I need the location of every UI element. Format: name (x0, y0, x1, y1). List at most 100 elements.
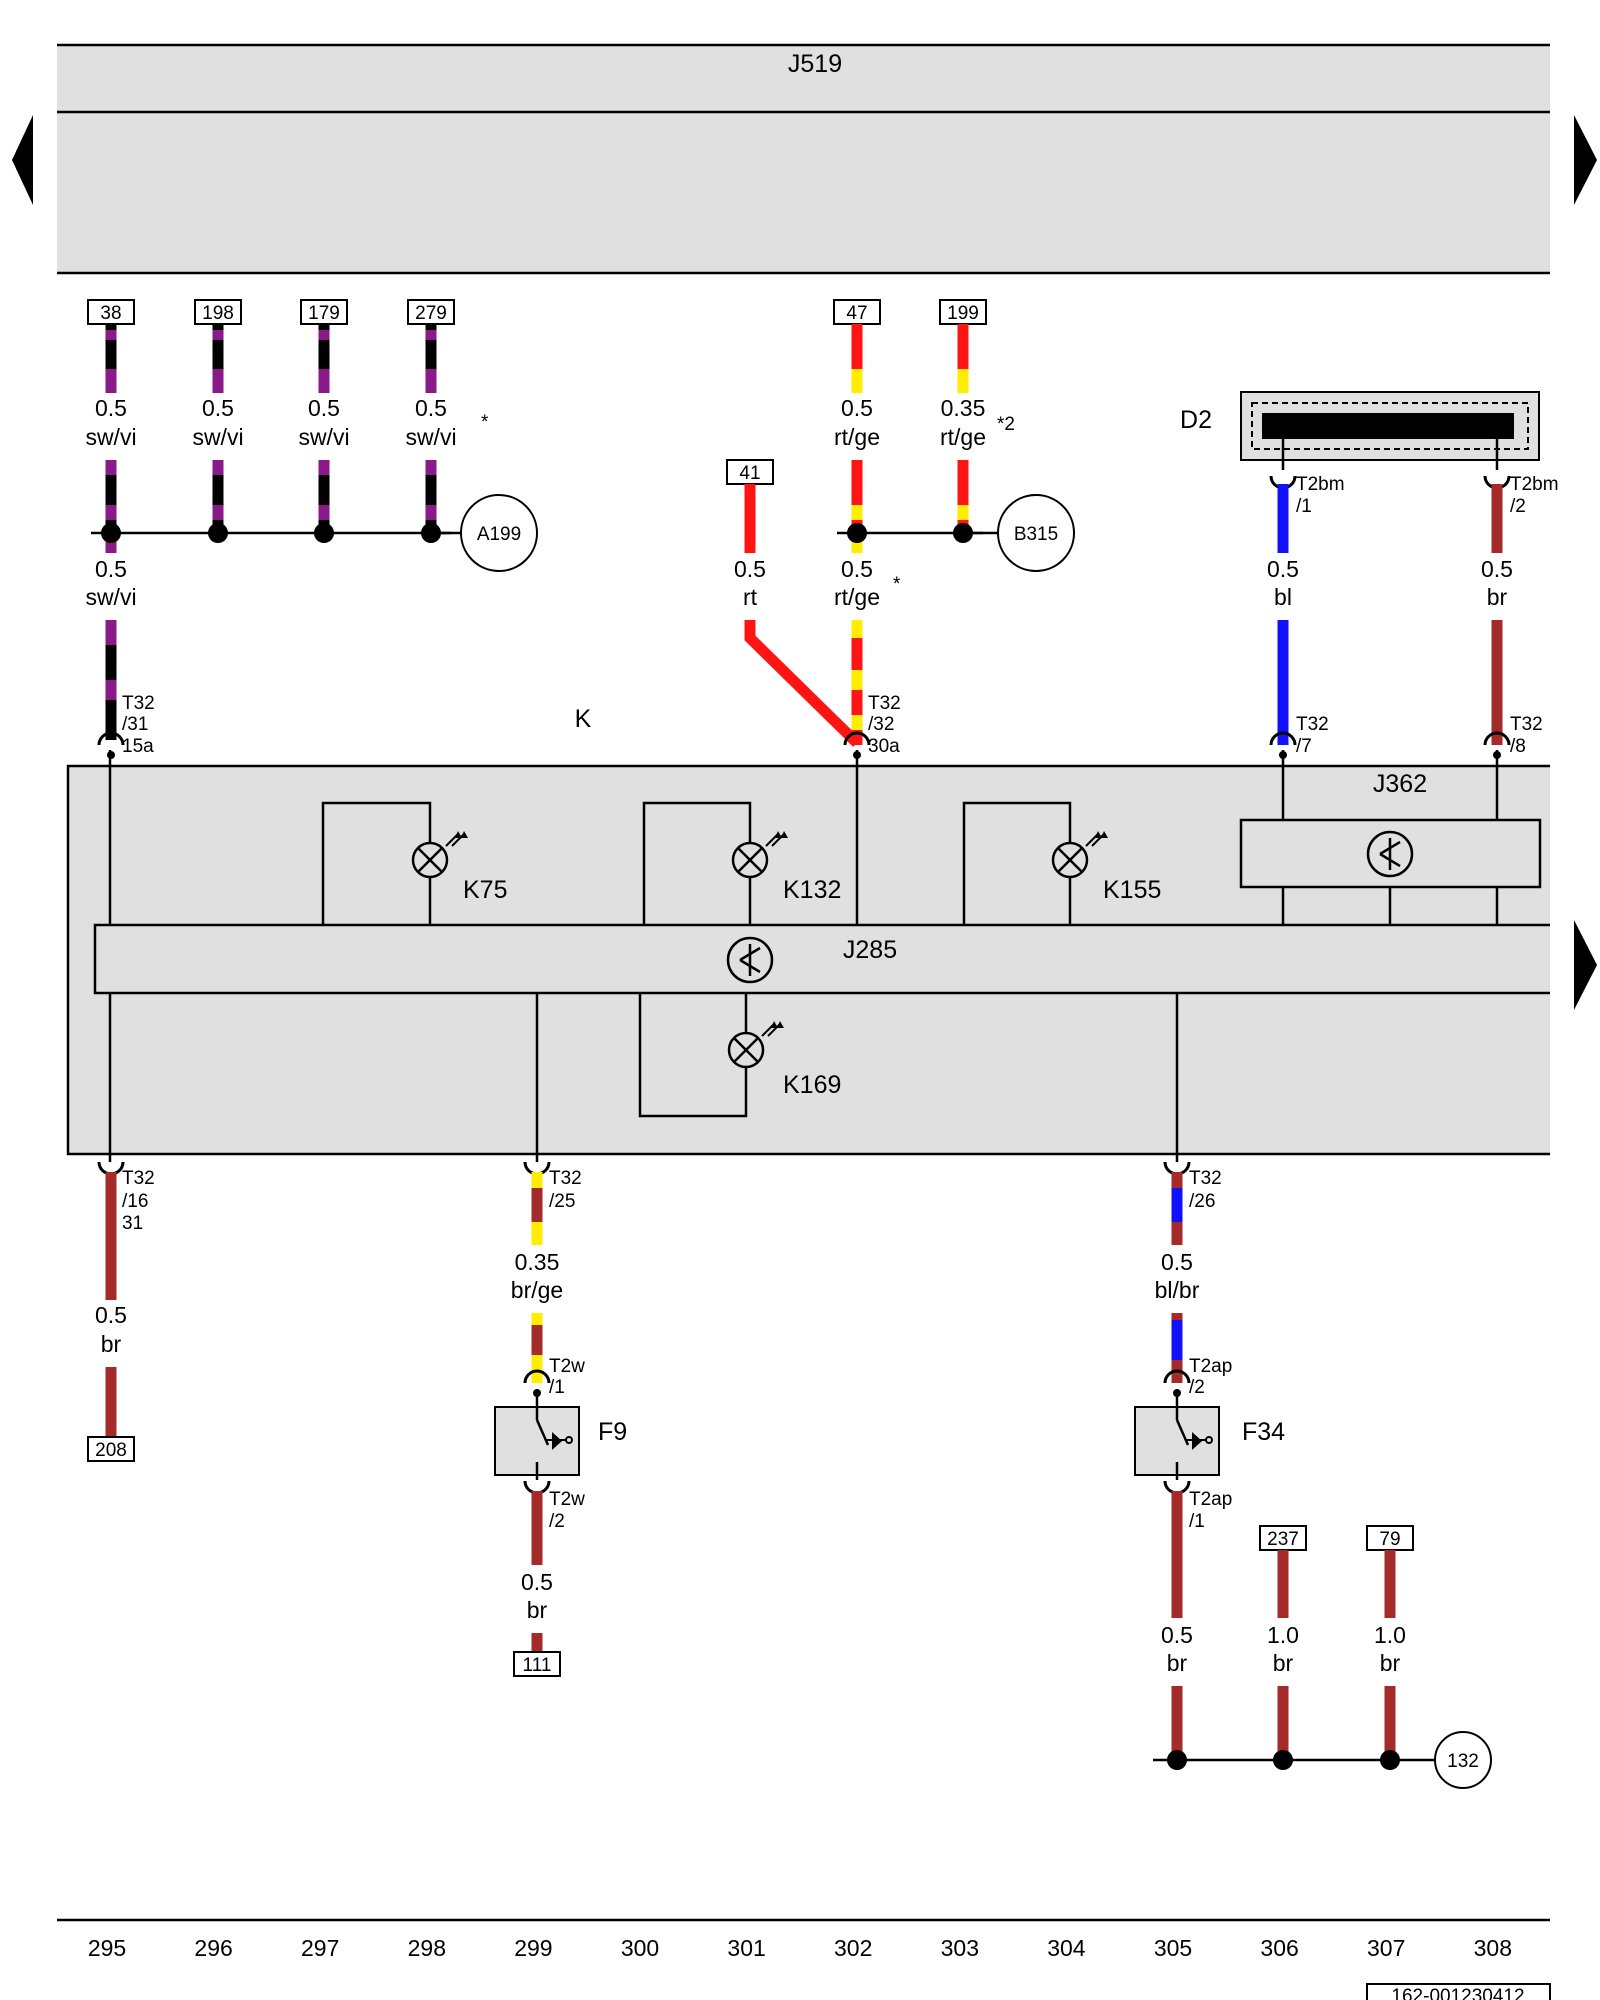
wire-a199-color: sw/vi (85, 584, 136, 610)
svg-text:T32: T32 (122, 693, 155, 714)
ref-41: 41 (739, 463, 760, 484)
internal-wiring (108, 750, 1499, 1162)
svg-text:T32: T32 (868, 693, 901, 714)
ground-132-point (1434, 1731, 1492, 1789)
instrument-cluster-k: K (66, 705, 1550, 1156)
j285-control-unit: J285 (93, 923, 1550, 995)
wire-237-color: br (1273, 1650, 1294, 1676)
wire-279-color: sw/vi (405, 424, 456, 450)
connector-t32-31: T32 /31 15a (97, 693, 155, 759)
wire-179-color: sw/vi (298, 424, 349, 450)
wire-198-color: sw/vi (192, 424, 243, 450)
wire-t25-color: br/ge (511, 1277, 563, 1303)
wire-279-size: 0.5 (415, 395, 447, 421)
wire-38-size: 0.5 (95, 395, 127, 421)
wire-t25-size: 0.35 (515, 1249, 560, 1275)
column-number: 298 (408, 1935, 446, 1961)
a199-group: 38 198 179 279 (85, 299, 538, 740)
ref-179: 179 (308, 303, 340, 324)
wire-t16-color: br (101, 1331, 122, 1357)
b315-group: 47 199 41 0.5 rt/ge 0.35 (726, 299, 1075, 747)
lamp-k155: K155 (962, 801, 1161, 925)
f9-switch-group: T32 /25 0.35 br/ge T2w /1 F9 T2w /2 0.5 … (494, 1161, 627, 1677)
svg-text:/31: /31 (122, 714, 148, 735)
column-number: 301 (727, 1935, 765, 1961)
svg-text:T32: T32 (1189, 1168, 1222, 1189)
svg-text:T2bm: T2bm (1296, 474, 1345, 495)
column-number: 299 (514, 1935, 552, 1961)
wire-d2-1-color: bl (1274, 584, 1292, 610)
wire-a199-size: 0.5 (95, 556, 127, 582)
wire-79-size: 1.0 (1374, 1622, 1406, 1648)
wire-199-color: rt/ge (940, 424, 986, 450)
footnote-star-b315: * (893, 574, 901, 595)
wire-199-size: 0.35 (941, 395, 986, 421)
k169-label: K169 (783, 1071, 841, 1099)
lamp-k75: K75 (321, 801, 507, 925)
footnote-star2: *2 (997, 414, 1015, 435)
ground-output-208: T32 /16 31 0.5 br 208 (87, 1161, 155, 1462)
footnote-star-a199: * (481, 412, 489, 433)
svg-text:T32: T32 (1510, 714, 1543, 735)
wire-237-size: 1.0 (1267, 1622, 1299, 1648)
wire-b315-color: rt/ge (834, 584, 880, 610)
wire-47-size: 0.5 (841, 395, 873, 421)
k155-label: K155 (1103, 876, 1161, 904)
wire-b315-size: 0.5 (841, 556, 873, 582)
lamp-k132: K132 (642, 801, 841, 925)
ground-132-label: 132 (1447, 1751, 1479, 1772)
wire-41-size: 0.5 (734, 556, 766, 582)
wire-47-color: rt/ge (834, 424, 880, 450)
svg-text:T2bm: T2bm (1510, 474, 1559, 495)
j362-control-unit: J362 (1239, 770, 1542, 925)
svg-text:/25: /25 (549, 1191, 575, 1212)
wire-d2-2-color: br (1487, 584, 1508, 610)
wire-t26-size: 0.5 (1161, 1249, 1193, 1275)
svg-text:/1: /1 (1296, 496, 1312, 517)
column-number: 303 (941, 1935, 979, 1961)
wire-f34-size: 0.5 (1161, 1622, 1193, 1648)
ref-79: 79 (1379, 1529, 1400, 1550)
f34-switch-group: T32 /26 0.5 bl/br T2ap /2 F34 T2ap /1 0.… (1134, 1161, 1492, 1789)
svg-text:/26: /26 (1189, 1191, 1215, 1212)
cluster-label: K (575, 705, 592, 733)
wire-179-size: 0.5 (308, 395, 340, 421)
column-number: 295 (88, 1935, 126, 1961)
prev-page-arrow-icon[interactable] (12, 115, 33, 205)
document-id: 162-001230412 (1391, 1986, 1524, 2000)
ref-111: 111 (523, 1655, 552, 1676)
d2-wiring: T2bm /1 T2bm /2 0.5 bl 0.5 br T32 /7 T32… (1267, 474, 1559, 759)
svg-text:/8: /8 (1510, 736, 1526, 757)
wire-198-size: 0.5 (202, 395, 234, 421)
svg-text:T2ap: T2ap (1189, 1489, 1232, 1510)
column-number: 296 (194, 1935, 232, 1961)
a199-ground-point (460, 494, 538, 572)
column-number: 307 (1367, 1935, 1405, 1961)
lamp-k169: K169 (638, 993, 841, 1118)
wire-d2-1-size: 0.5 (1267, 556, 1299, 582)
b315-label: B315 (1014, 524, 1058, 545)
wire-f34-color: br (1167, 1650, 1188, 1676)
column-number: 304 (1047, 1935, 1086, 1961)
ref-208: 208 (95, 1440, 127, 1461)
ref-198: 198 (202, 303, 234, 324)
svg-text:T2w: T2w (549, 1489, 585, 1510)
d2-immobilizer-coil: D2 (1180, 391, 1540, 470)
wire-41-color: rt (743, 584, 758, 610)
k75-label: K75 (463, 876, 507, 904)
continue-arrow-icon[interactable] (1574, 920, 1597, 1010)
f9-label: F9 (598, 1418, 627, 1446)
next-page-arrow-icon[interactable] (1574, 115, 1597, 205)
ref-279: 279 (415, 303, 447, 324)
j285-label: J285 (843, 936, 897, 964)
column-number: 308 (1474, 1935, 1512, 1961)
wire-f9-color: br (527, 1597, 548, 1623)
j519-module: J519 (57, 43, 1550, 275)
svg-text:T2w: T2w (549, 1356, 585, 1377)
f34-label: F34 (1242, 1418, 1285, 1446)
svg-text:T2ap: T2ap (1189, 1356, 1232, 1377)
ref-199: 199 (947, 303, 979, 324)
wire-t16-size: 0.5 (95, 1302, 127, 1328)
wire-d2-2-size: 0.5 (1481, 556, 1513, 582)
